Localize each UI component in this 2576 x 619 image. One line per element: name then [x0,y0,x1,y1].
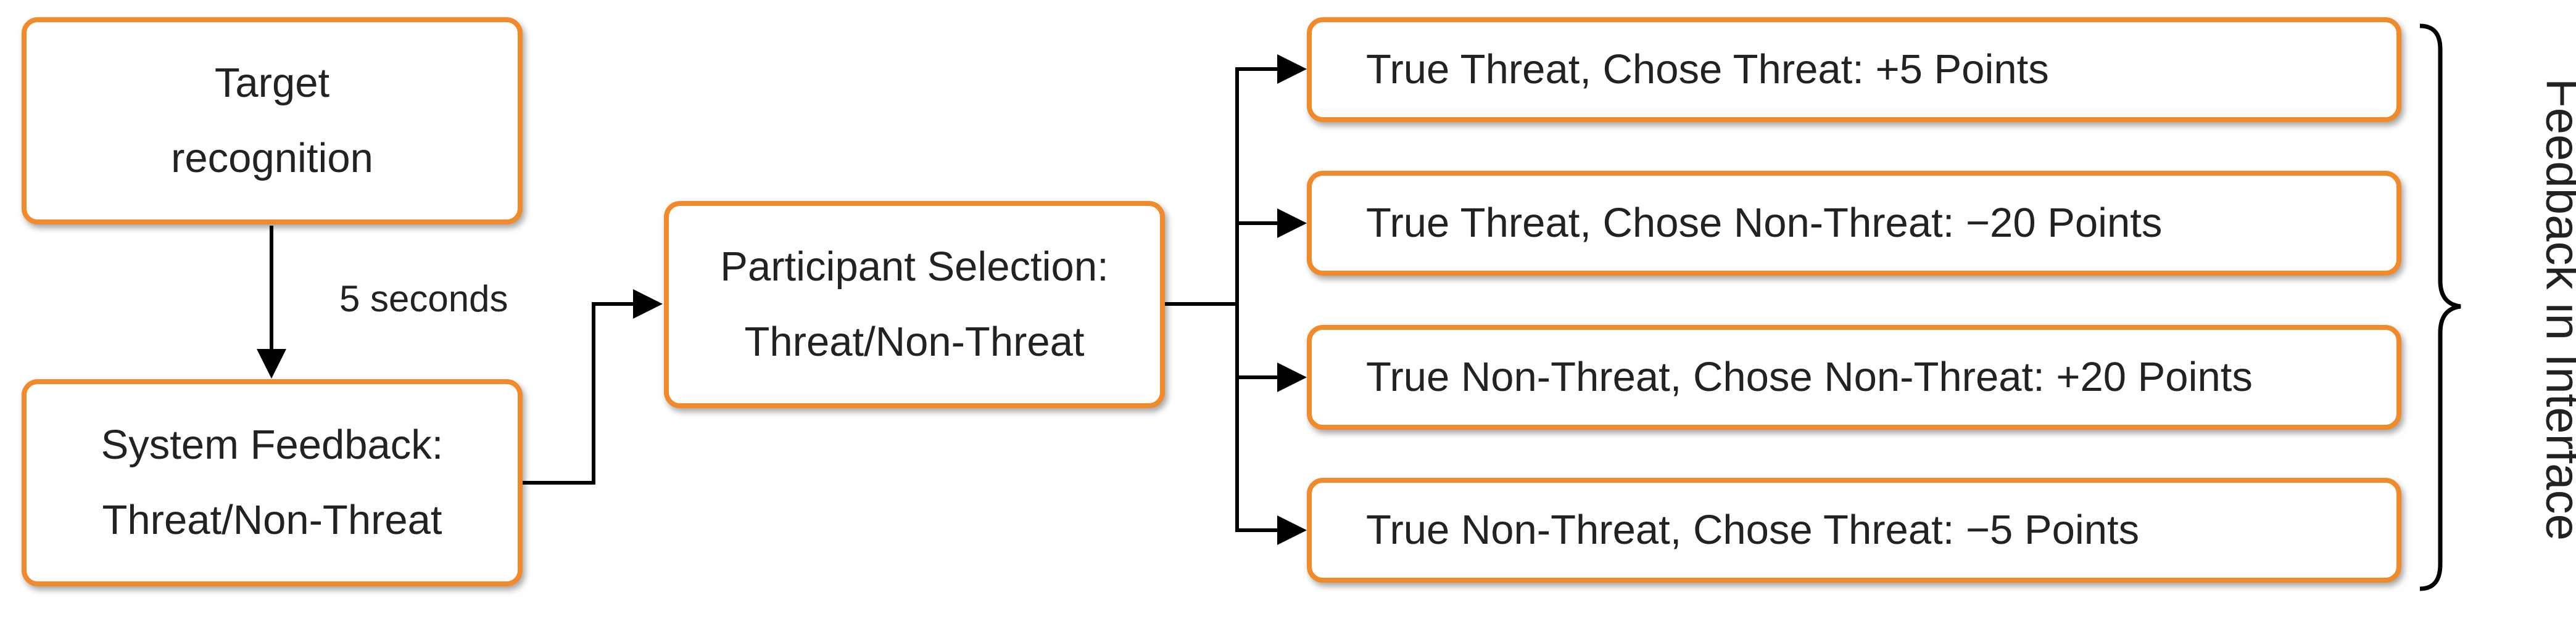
target-recognition-line-1: Target [214,60,330,106]
delay-label: 5 seconds [339,278,508,319]
system-feedback-box: System Feedback: Threat/Non-Threat [22,379,523,586]
target-recognition-line-2: recognition [171,135,373,181]
outcome-box-3: True Non-Threat, Chose Non-Threat: +20 P… [1307,325,2401,430]
outcome-box-1: True Threat, Chose Threat: +5 Points [1307,17,2401,122]
participant-selection-line-1: Participant Selection: [720,244,1109,290]
outcome-label-2: True Threat, Chose Non-Threat: −20 Point… [1366,200,2163,246]
outcome-label-3: True Non-Threat, Chose Non-Threat: +20 P… [1366,354,2253,400]
target-recognition-box: Target recognition [22,17,523,224]
system-feedback-line-1: System Feedback: [101,422,444,468]
outcome-box-2: True Threat, Chose Non-Threat: −20 Point… [1307,171,2401,276]
system-feedback-line-2: Threat/Non-Threat [102,497,442,543]
outcome-box-4: True Non-Threat, Chose Threat: −5 Points [1307,478,2401,583]
arrow-system-feedback-to-selection [521,289,663,485]
outcome-label-4: True Non-Threat, Chose Threat: −5 Points [1366,507,2140,553]
right-brace [2419,23,2461,591]
participant-selection-line-2: Threat/Non-Threat [744,319,1085,365]
outcome-label-1: True Threat, Chose Threat: +5 Points [1366,46,2049,92]
feedback-group-label: Feedback in Interface [2536,78,2576,541]
participant-selection-box: Participant Selection: Threat/Non-Threat [664,201,1165,408]
